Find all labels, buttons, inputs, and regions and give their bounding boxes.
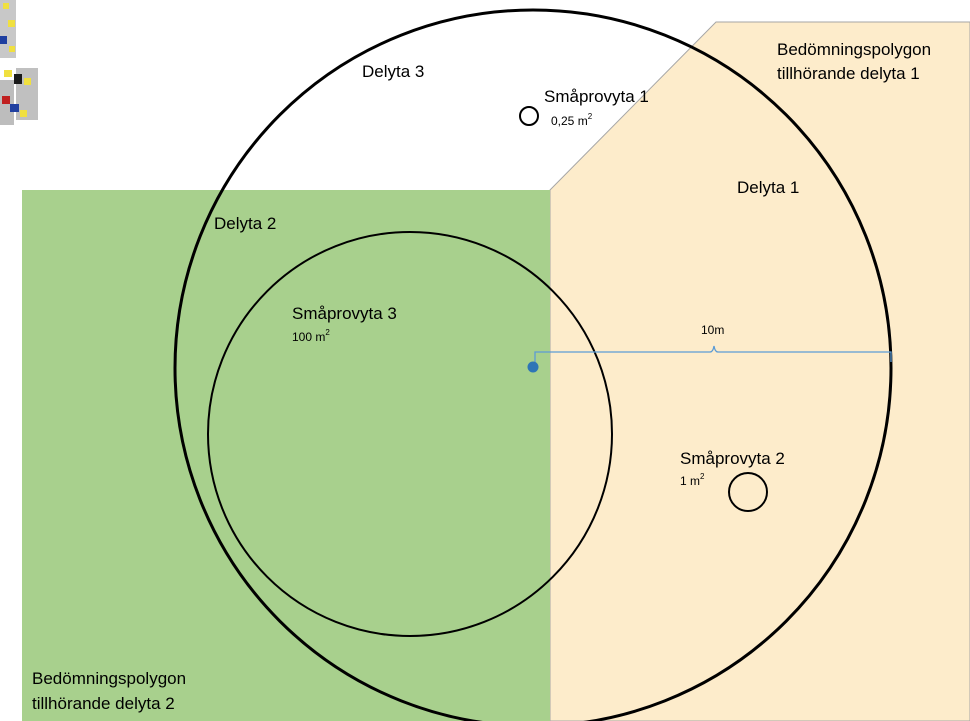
- delyta-1-label: Delyta 1: [737, 178, 799, 197]
- delyta-2-label: Delyta 2: [214, 214, 276, 233]
- assessment-polygon-delyta-2: [22, 190, 550, 721]
- subplot-3-area-exponent: 2: [325, 328, 330, 337]
- subplot-1-label: Småprovyta 1: [544, 87, 649, 106]
- polygon-delyta-2-label-line1: Bedömningspolygon: [32, 669, 186, 688]
- subplot-1-area-exponent: 2: [588, 112, 593, 121]
- radius-label: 10m: [701, 323, 724, 337]
- subplot-3-area: 100 m2: [292, 328, 330, 344]
- polygon-delyta-1-label-line2: tillhörande delyta 1: [777, 64, 920, 83]
- subplot-3-label: Småprovyta 3: [292, 304, 397, 323]
- polygon-delyta-2-label-line2: tillhörande delyta 2: [32, 694, 175, 713]
- subplot-2-area-value: 1 m: [680, 474, 700, 488]
- subplot-2-label: Småprovyta 2: [680, 449, 785, 468]
- plot-circle: [173, 8, 893, 721]
- subplot-2-area: 1 m2: [680, 472, 705, 488]
- delyta-3-label: Delyta 3: [362, 62, 424, 81]
- subplot-1-circle: [519, 106, 539, 126]
- subplot-2-circle: [728, 472, 768, 512]
- subplot-1-area-value: 0,25 m: [551, 114, 588, 128]
- assessment-polygon-delyta-1: [549, 21, 970, 721]
- subplot-1-area: 0,25 m2: [551, 112, 593, 128]
- polygon-delyta-1-label-line1: Bedömningspolygon: [777, 40, 931, 59]
- plot-center-point: [527, 361, 539, 373]
- radius-bracket: [534, 345, 892, 362]
- subplot-2-area-exponent: 2: [700, 472, 705, 481]
- subplot-3-area-value: 100 m: [292, 330, 325, 344]
- subplot-3-circle: [207, 231, 613, 637]
- tile-fragment-icon: [0, 0, 38, 125]
